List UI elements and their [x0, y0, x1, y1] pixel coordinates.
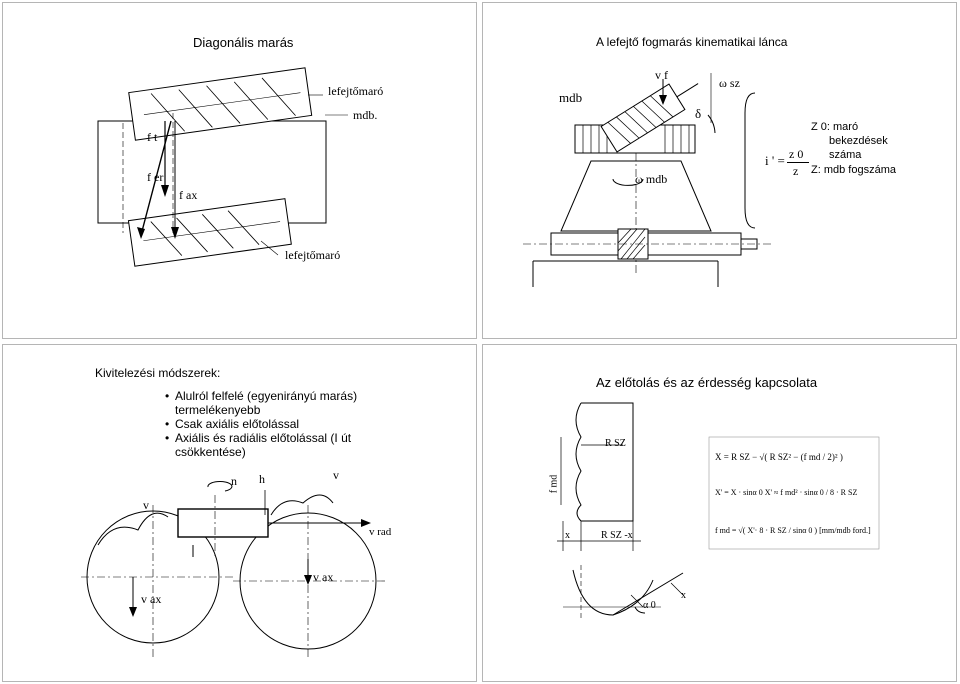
- slide4-title: Az előtolás és az érdesség kapcsolata: [596, 375, 818, 390]
- formula-x-prime: X' = X · sinα 0 X' ≈ f md² · sinα 0 / 8 …: [715, 488, 858, 497]
- ratio-numerator: z 0: [789, 147, 804, 161]
- axial-feed-left-label: v ax: [141, 592, 162, 606]
- formula-fmd: f md = √( X'· 8 · R SZ / sinα 0 ) [mm/md…: [715, 526, 871, 535]
- alpha0-label: α 0: [643, 600, 656, 611]
- slide1-title: Diagonális marás: [193, 35, 294, 50]
- gear-label: mdb.: [353, 108, 378, 122]
- bottom-hob-label: lefejtőmaró: [285, 248, 341, 262]
- cut-speed-left-label: v: [143, 498, 149, 512]
- methods-list: Alulról felfelé (egyenirányú marás)terme…: [165, 389, 357, 459]
- legend-line-3: száma: [829, 149, 862, 161]
- ft-label: f t: [147, 130, 158, 144]
- slide-kinematic-chain: A lefejtő fogmarás kinematikai lánca: [482, 2, 957, 339]
- radial-feed-label: v rad: [369, 526, 392, 538]
- cut-speed-right-label: v: [333, 468, 339, 482]
- methods-heading: Kivitelezési módszerek:: [95, 366, 221, 380]
- omega-mdb-label: ω mdb: [635, 172, 668, 186]
- vf-label: v f: [655, 68, 668, 82]
- axial-feed-center-label: v ax: [313, 570, 334, 584]
- delta-label: δ: [695, 106, 702, 121]
- method-item: Alulról felfelé (egyenirányú marás)terme…: [165, 389, 357, 417]
- rotation-n-label: n: [231, 474, 237, 488]
- method-item: Csak axiális előtolással: [165, 417, 357, 431]
- top-hob-label: lefejtőmaró: [328, 84, 384, 98]
- fer-label: f er: [147, 170, 164, 184]
- diagonal-milling-diagram: [97, 67, 348, 267]
- slide-diagonal-milling: Diagonális marás: [2, 2, 477, 339]
- ratio-denominator: z: [793, 164, 799, 178]
- ratio-fraction-bar: [787, 162, 809, 163]
- milling-methods-diagram: [81, 480, 388, 657]
- roughness-diagram: [557, 402, 880, 620]
- kinematic-chain-diagram: [523, 73, 773, 287]
- ratio-lhs: i ' =: [765, 153, 785, 168]
- slide-feed-roughness: Az előtolás és az érdesség kapcsolata R …: [482, 344, 957, 682]
- slide2-title: A lefejtő fogmarás kinematikai lánca: [596, 35, 788, 49]
- gear-mdb-label: mdb: [559, 90, 583, 105]
- slide-methods: Kivitelezési módszerek: Alulról felfelé …: [2, 344, 477, 682]
- radius-rsz-label: R SZ: [605, 438, 626, 449]
- depth-h-label: h: [259, 472, 265, 486]
- legend-line-4: Z: mdb fogszáma: [811, 164, 896, 176]
- formula-x: X = R SZ − √( R SZ² − (f md / 2)² ): [715, 452, 843, 462]
- x-left-label: x: [565, 530, 570, 541]
- legend-line-1: Z 0: maró: [811, 121, 859, 133]
- omega-sz-label: ω sz: [719, 76, 740, 90]
- rsz-minus-x-label: R SZ -x: [601, 530, 633, 541]
- x-right-label: x: [681, 590, 686, 601]
- method-item: Axiális és radiális előtolással (I útcsö…: [165, 431, 357, 459]
- legend-line-2: bekezdések: [829, 135, 888, 147]
- fmd-label: f md: [548, 474, 560, 494]
- fax-label: f ax: [179, 188, 198, 202]
